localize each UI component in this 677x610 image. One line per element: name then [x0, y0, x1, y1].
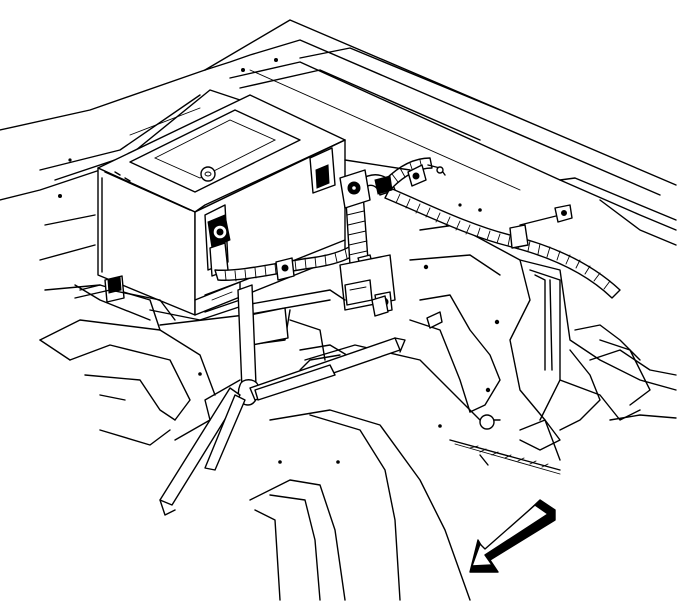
negative-terminal — [207, 214, 231, 277]
positive-terminal — [339, 169, 393, 209]
wheel-well-left — [39, 319, 216, 446]
fasteners — [74, 257, 443, 329]
battery — [97, 94, 346, 316]
strut-tower-right — [409, 203, 677, 461]
support-rods — [159, 284, 406, 516]
seam-line — [449, 439, 561, 475]
harness-clip-right — [509, 204, 573, 249]
fender-apron — [0, 69, 241, 331]
front-direction-arrow-icon — [469, 499, 556, 573]
harness-clip-upper — [344, 159, 446, 187]
cowl-panel — [204, 19, 677, 246]
